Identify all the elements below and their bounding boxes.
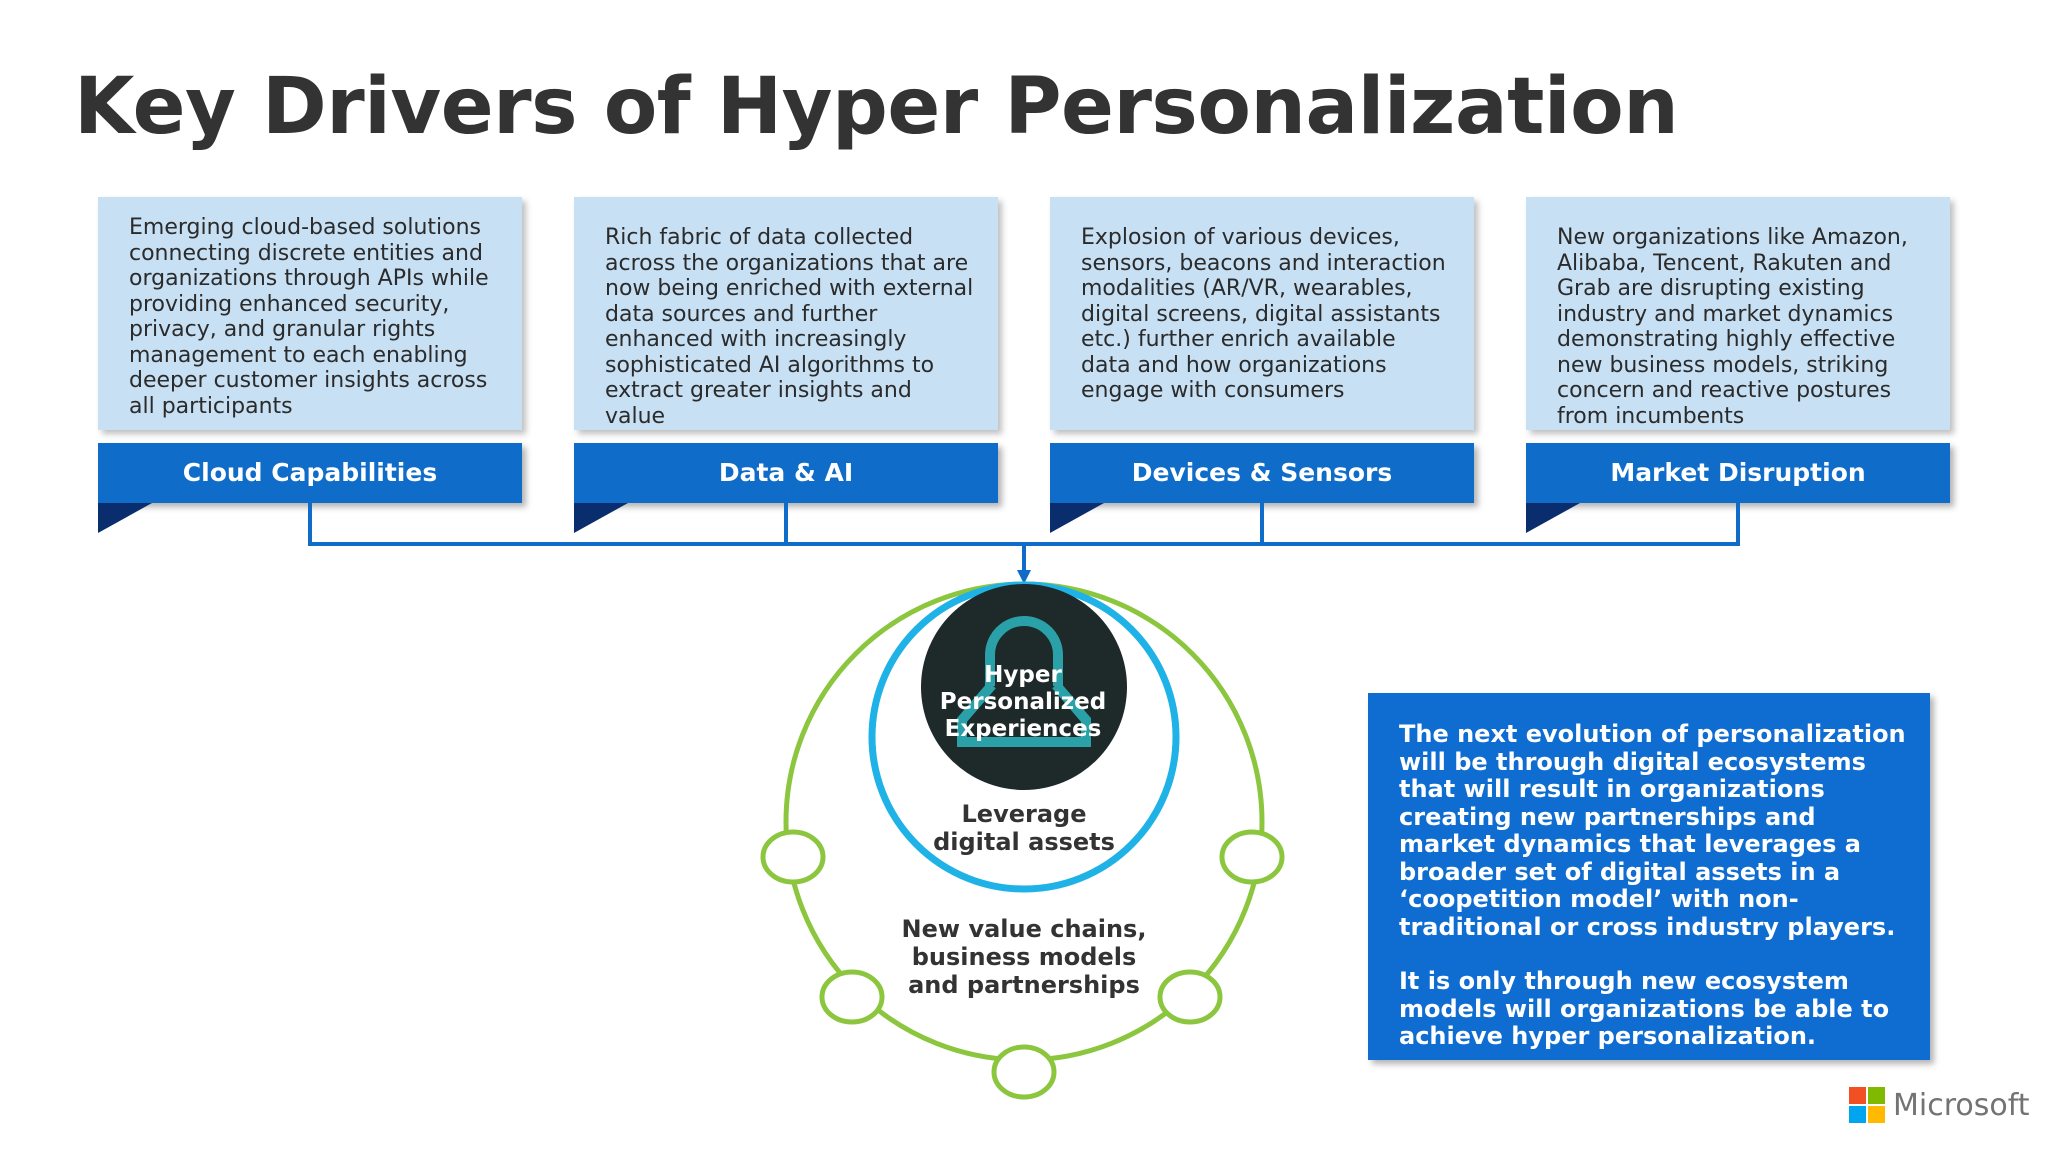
driver-description: Explosion of various devices, sensors, b…: [1081, 225, 1446, 403]
driver-label-cloud: Cloud Capabilities: [98, 443, 522, 503]
microsoft-logo: Microsoft: [1849, 1087, 2030, 1123]
summary-paragraph-2: It is only through new ecosystem models …: [1399, 967, 1890, 1050]
inner-ring-label: Leverage digital assets: [933, 800, 1115, 856]
ring-node: [991, 1044, 1057, 1100]
driver-description: Rich fabric of data collected across the…: [605, 225, 974, 429]
microsoft-logo-icon: [1849, 1087, 1885, 1123]
driver-card-cloud: Emerging cloud-based solutions connectin…: [98, 197, 522, 430]
ring-node: [760, 829, 826, 885]
page-title: Key Drivers of Hyper Personalization: [74, 62, 1679, 152]
driver-label-data-ai: Data & AI: [574, 443, 998, 503]
ring-node: [819, 969, 885, 1025]
outer-ring-label: New value chains, business models and pa…: [901, 915, 1147, 999]
ring-node: [1219, 829, 1285, 885]
person-icon: [957, 616, 1091, 747]
driver-card-devices: Explosion of various devices, sensors, b…: [1050, 197, 1474, 430]
brand-name: Microsoft: [1893, 1087, 2030, 1123]
ring-node: [1157, 969, 1223, 1025]
driver-card-data-ai: Rich fabric of data collected across the…: [574, 197, 998, 430]
ring-nodes: [760, 829, 1285, 1100]
driver-label-devices: Devices & Sensors: [1050, 443, 1474, 503]
connector-lines: [308, 503, 1740, 572]
hub-label: Hyper Personalized Experiences: [939, 662, 1107, 742]
summary-paragraph-1: The next evolution of personalization wi…: [1399, 720, 1906, 941]
summary-box: The next evolution of personalization wi…: [1368, 693, 1930, 1060]
driver-label-market: Market Disruption: [1526, 443, 1950, 503]
driver-description: New organizations like Amazon, Alibaba, …: [1557, 225, 1908, 429]
driver-description: Emerging cloud-based solutions connectin…: [129, 215, 489, 419]
driver-card-market: New organizations like Amazon, Alibaba, …: [1526, 197, 1950, 430]
arrow-head: [1017, 570, 1031, 584]
